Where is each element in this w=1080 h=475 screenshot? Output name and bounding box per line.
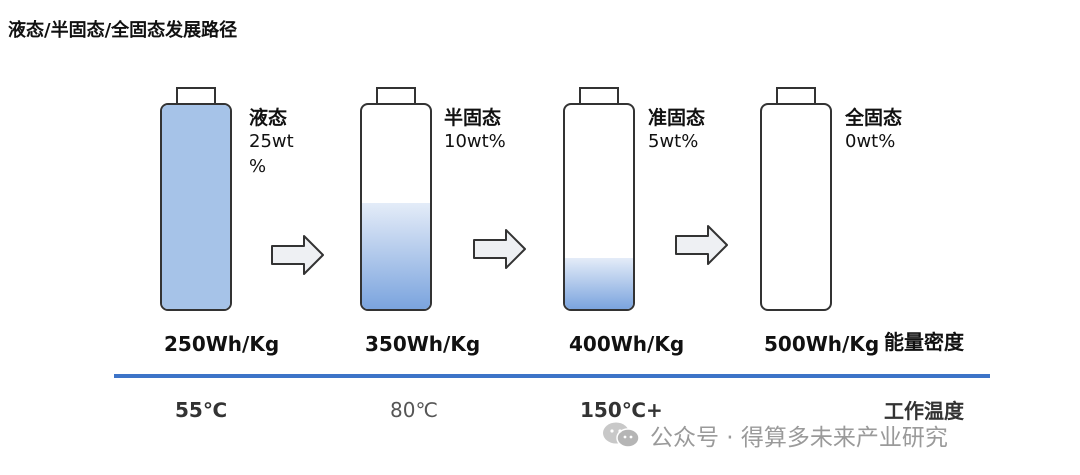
wt-line1: 5wt% (648, 131, 699, 152)
density-value: 250Wh/Kg (164, 332, 280, 356)
state-name-semi-solid: 半固态 (444, 107, 502, 129)
state-wt-semi-solid: 10wt% (444, 129, 506, 154)
density-label: 能量密度 (884, 330, 964, 354)
page-title: 液态/半固态/全固态发展路径 (8, 20, 238, 41)
state-name-liquid: 液态 (249, 107, 288, 129)
density-value: 350Wh/Kg (365, 332, 481, 356)
temp-value: 150℃+ (580, 398, 663, 422)
arrow-right-icon (473, 229, 526, 269)
state-name-quasi-solid: 准固态 (648, 107, 706, 129)
axis-line (114, 374, 990, 378)
temp-value: 55℃ (175, 398, 228, 422)
wt-line2: % (249, 156, 267, 177)
battery-cap (376, 87, 416, 104)
density-value: 500Wh/Kg (764, 332, 880, 356)
battery-cap (776, 87, 816, 104)
wt-line1: 0wt% (845, 131, 896, 152)
watermark: 公众号 · 得算多未来产业研究 (600, 418, 948, 452)
wt-line1: 10wt% (444, 131, 506, 152)
state-wt-liquid: 25wt % (249, 129, 294, 179)
battery-body (160, 103, 232, 311)
state-name-all-solid: 全固态 (845, 107, 903, 129)
density-value: 400Wh/Kg (569, 332, 685, 356)
battery-fill (362, 202, 430, 309)
battery-body (360, 103, 432, 311)
state-wt-all-solid: 0wt% (845, 129, 895, 154)
temp-value: 80℃ (390, 398, 438, 422)
battery-body (760, 103, 832, 311)
wechat-icon (603, 422, 640, 448)
arrow-right-icon (675, 225, 728, 265)
state-wt-quasi-solid: 5wt% (648, 129, 698, 154)
arrow-right-icon (271, 235, 324, 275)
battery-cap (176, 87, 216, 104)
battery-fill (162, 105, 230, 309)
battery-body (563, 103, 635, 311)
battery-cap (579, 87, 619, 104)
temp-label: 工作温度 (884, 399, 964, 423)
battery-fill (565, 258, 633, 309)
wt-line1: 25wt (249, 131, 294, 152)
watermark-text: 公众号 · 得算多未来产业研究 (650, 425, 948, 451)
